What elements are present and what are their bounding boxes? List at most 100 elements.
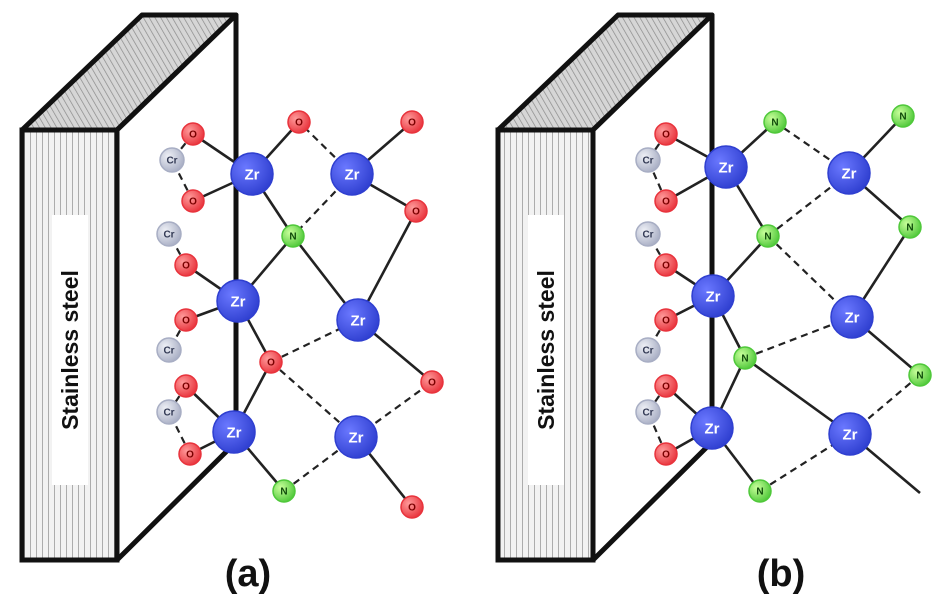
atom-zr: Zr [690, 406, 734, 450]
atom-circle [400, 110, 424, 134]
atom-o: O [654, 189, 678, 213]
atom-n: N [891, 104, 915, 128]
atom-label: Zr [845, 309, 860, 326]
slab-label: Stainless steel [533, 270, 559, 430]
atom-zr: Zr [230, 152, 274, 196]
atom-circle [400, 495, 424, 519]
atom-circle [635, 399, 661, 425]
atom-n: N [733, 346, 757, 370]
atom-zr: Zr [828, 412, 872, 456]
atom-label: O [182, 261, 190, 272]
slab-label-box [528, 215, 564, 485]
atom-label: O [408, 503, 416, 514]
atom-zr: Zr [691, 274, 735, 318]
atom-circle [691, 274, 735, 318]
atom-n: N [272, 479, 296, 503]
atom-cr: Cr [635, 337, 661, 363]
slab-label-box [52, 215, 88, 485]
atom-zr: Zr [330, 152, 374, 196]
dashed-bond [270, 361, 357, 438]
atom-circle [174, 253, 198, 277]
atom-n: N [898, 215, 922, 239]
steel-slab: Stainless steel [495, 12, 715, 563]
atom-circle [763, 110, 787, 134]
atom-circle [654, 122, 678, 146]
atom-circle [330, 152, 374, 196]
atom-label: O [182, 382, 190, 393]
atom-label: N [916, 371, 923, 382]
atom-circle [156, 221, 182, 247]
atom-circle [654, 189, 678, 213]
atom-circle [212, 410, 256, 454]
atom-label: Zr [345, 166, 360, 183]
atom-o: O [174, 253, 198, 277]
atom-circle [635, 147, 661, 173]
atom-o: O [420, 370, 444, 394]
atom-circle [654, 374, 678, 398]
atom-zr: Zr [830, 295, 874, 339]
atom-label: O [662, 450, 670, 461]
atom-circle [336, 298, 380, 342]
atom-label: N [289, 232, 296, 243]
panel-label: (a) [225, 553, 271, 595]
atom-label: Zr [843, 426, 858, 443]
atom-cr: Cr [635, 399, 661, 425]
dashed-bond [270, 319, 359, 363]
atom-label: Zr [349, 429, 364, 446]
atom-label: Cr [163, 230, 174, 241]
slab-label: Stainless steel [57, 270, 83, 430]
atom-label: Cr [166, 156, 177, 167]
atom-o: O [654, 122, 678, 146]
atom-circle [272, 479, 296, 503]
atom-circle [159, 147, 185, 173]
atom-o: O [654, 253, 678, 277]
atom-label: Zr [706, 288, 721, 305]
atom-label: Cr [642, 346, 653, 357]
atom-label: Zr [719, 159, 734, 176]
atom-zr: Zr [827, 151, 871, 195]
atom-label: Zr [842, 165, 857, 182]
atom-o: O [654, 374, 678, 398]
atom-circle [733, 346, 757, 370]
atom-circle [216, 279, 260, 323]
atom-circle [420, 370, 444, 394]
atom-label: Cr [163, 408, 174, 419]
atom-circle [174, 308, 198, 332]
atom-cr: Cr [156, 337, 182, 363]
atom-cr: Cr [635, 221, 661, 247]
atom-cr: Cr [159, 147, 185, 173]
atom-n: N [908, 363, 932, 387]
atom-circle [654, 442, 678, 466]
atom-circle [830, 295, 874, 339]
atom-label: N [899, 112, 906, 123]
atom-label: O [662, 197, 670, 208]
atom-label: N [764, 232, 771, 243]
atom-circle [756, 224, 780, 248]
atom-label: O [189, 130, 197, 141]
atom-label: N [756, 487, 763, 498]
atom-circle [908, 363, 932, 387]
atom-label: Cr [642, 156, 653, 167]
atom-o: O [174, 374, 198, 398]
atom-cr: Cr [156, 221, 182, 247]
atom-o: O [654, 442, 678, 466]
atom-zr: Zr [334, 415, 378, 459]
atom-n: N [763, 110, 787, 134]
atom-label: Zr [231, 293, 246, 310]
atom-cr: Cr [156, 399, 182, 425]
atom-circle [259, 350, 283, 374]
atom-o: O [181, 122, 205, 146]
atom-label: O [186, 450, 194, 461]
atom-label: Cr [642, 408, 653, 419]
atom-n: N [756, 224, 780, 248]
atom-o: O [404, 199, 428, 223]
atom-o: O [259, 350, 283, 374]
steel-slab: Stainless steel [19, 12, 239, 563]
atom-label: O [662, 382, 670, 393]
atom-label: O [662, 316, 670, 327]
atom-label: Cr [642, 230, 653, 241]
